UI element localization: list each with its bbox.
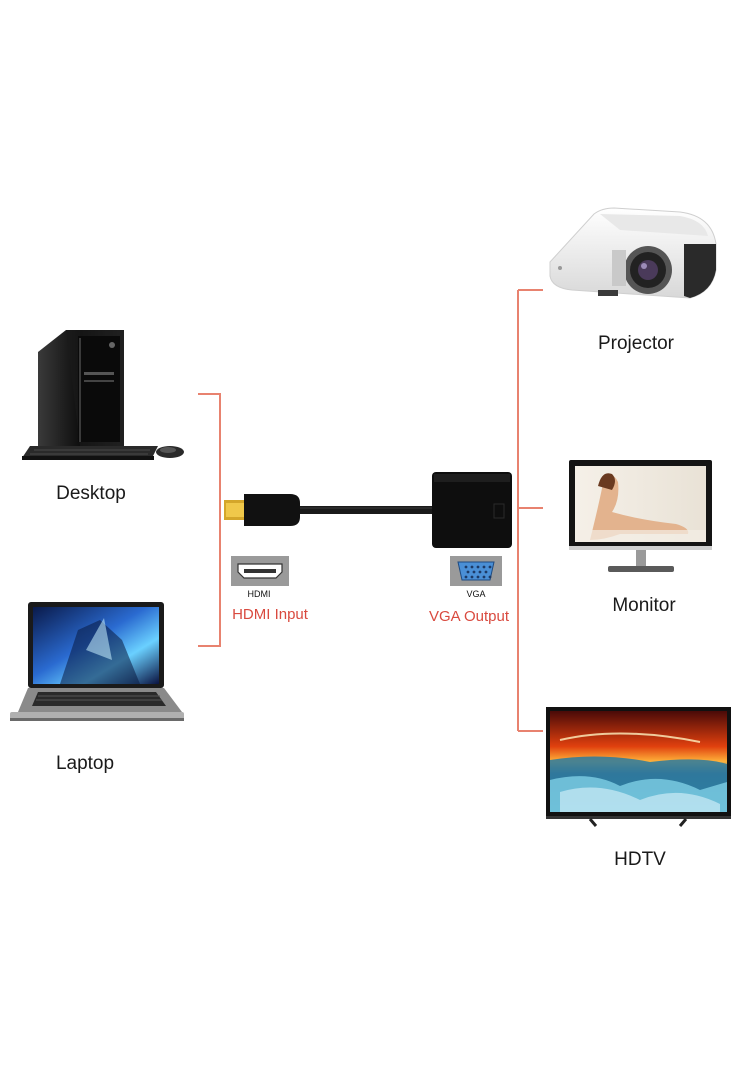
desktop-label: Desktop [56, 483, 126, 504]
monitor-label: Monitor [612, 595, 676, 616]
hdmi-cable [224, 494, 434, 526]
monitor-icon [569, 460, 712, 572]
projector-icon [549, 207, 717, 299]
output-bracket [517, 289, 543, 732]
hdmi-port-label: HDMI [247, 589, 271, 599]
vga-output-caption: VGA Output [428, 608, 510, 625]
hdmi-port-icon [231, 556, 289, 586]
hdmi-input-caption: HDMI Input [232, 606, 308, 623]
laptop-icon [10, 602, 184, 721]
mouse-icon [156, 446, 184, 458]
hdtv-icon [546, 707, 731, 827]
desktop-tower-icon [38, 330, 124, 446]
hdtv-label: HDTV [614, 849, 666, 870]
laptop-label: Laptop [55, 753, 115, 774]
vga-port-icon [450, 556, 502, 586]
vga-port-label: VGA [466, 589, 486, 599]
keyboard-icon [22, 446, 158, 460]
source-bracket [198, 393, 221, 647]
projector-label: Projector [597, 333, 675, 354]
vga-adapter-box [432, 472, 512, 548]
